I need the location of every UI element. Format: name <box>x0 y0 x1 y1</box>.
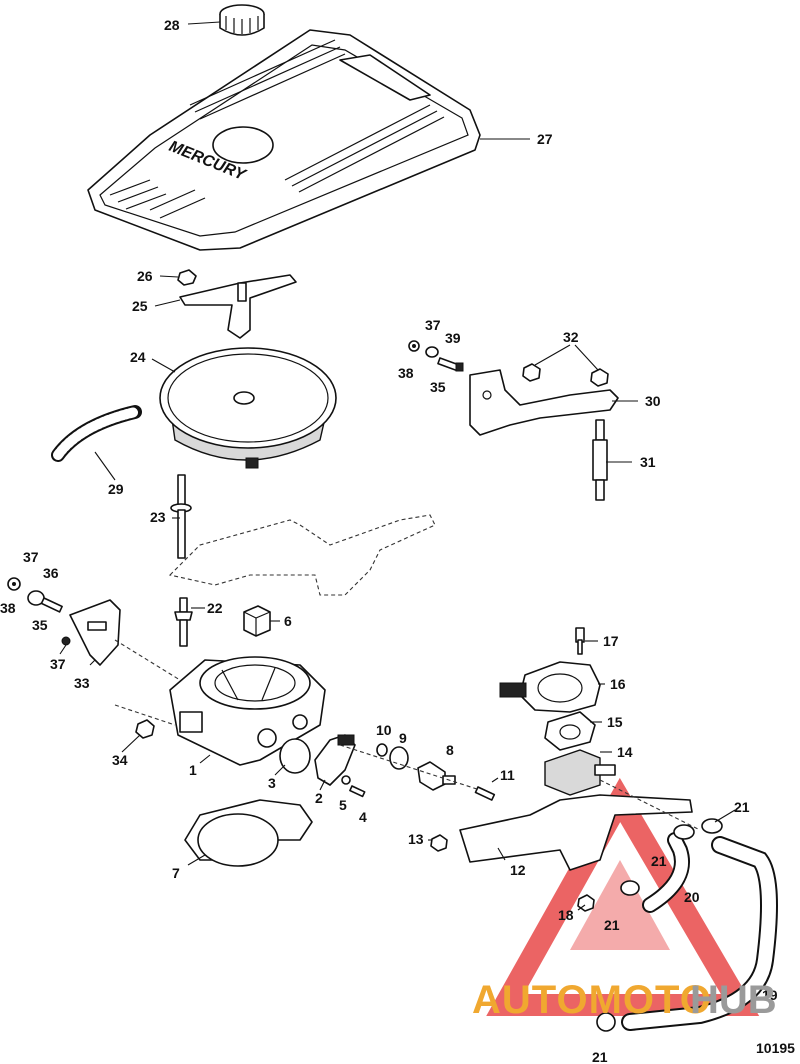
callout-9: 9 <box>399 730 407 746</box>
washer-38 <box>7 577 21 591</box>
callout-35-upper: 35 <box>430 379 446 395</box>
screw-37-lower <box>61 636 71 646</box>
callout-labels: 28 27 26 25 24 29 23 37 39 38 35 32 30 3… <box>0 17 778 1064</box>
callout-37-bottom: 37 <box>50 656 66 672</box>
figure-number: 10195 <box>756 1040 795 1056</box>
washer-37-upper <box>408 340 420 352</box>
bracket-25 <box>179 274 297 339</box>
throttle-body-1 <box>169 656 326 766</box>
screw-11 <box>474 786 496 801</box>
washer-39 <box>425 346 439 358</box>
stud-22 <box>174 597 193 647</box>
callout-12: 12 <box>510 862 526 878</box>
sensor-6 <box>243 605 271 637</box>
callout-17: 17 <box>603 633 619 649</box>
callout-16: 16 <box>610 676 626 692</box>
callout-25: 25 <box>132 298 148 314</box>
stud-31 <box>592 419 608 501</box>
callout-13: 13 <box>408 831 424 847</box>
o-ring-9 <box>389 746 409 770</box>
callout-35-left: 35 <box>32 617 48 633</box>
callout-3: 3 <box>268 775 276 791</box>
gasket-7 <box>184 799 313 867</box>
callout-21-a: 21 <box>734 799 750 815</box>
tps-2 <box>314 734 356 786</box>
callout-39: 39 <box>445 330 461 346</box>
screw-17 <box>575 627 585 655</box>
nut-26 <box>177 269 197 286</box>
callout-20: 20 <box>684 889 700 905</box>
oil-fill-cap <box>219 4 265 36</box>
callout-27: 27 <box>537 131 553 147</box>
bracket-33 <box>69 599 121 666</box>
callout-15: 15 <box>607 714 623 730</box>
o-ring-10 <box>376 743 388 757</box>
nuts-32 <box>522 363 609 387</box>
bracket-12 <box>459 794 693 871</box>
callout-14: 14 <box>617 744 633 760</box>
stud-23 <box>170 474 192 559</box>
callout-4: 4 <box>359 809 367 825</box>
callout-22: 22 <box>207 600 223 616</box>
callout-37-left: 37 <box>23 549 39 565</box>
callout-34: 34 <box>112 752 128 768</box>
callout-24: 24 <box>130 349 146 365</box>
callout-2: 2 <box>315 790 323 806</box>
callout-37-upper: 37 <box>425 317 441 333</box>
callout-36: 36 <box>43 565 59 581</box>
callout-23: 23 <box>150 509 166 525</box>
engine-cover: MERCURY <box>87 29 481 251</box>
callout-21-b: 21 <box>651 853 667 869</box>
callout-31: 31 <box>640 454 656 470</box>
nut-13 <box>430 834 448 852</box>
phantom-bracket <box>168 514 436 596</box>
breather-hose-29 <box>51 405 142 462</box>
iac-motor-16 <box>499 661 601 713</box>
watermark-brand-b: HUB <box>690 978 777 1022</box>
hose-19 <box>621 836 778 1031</box>
gasket-15 <box>544 711 596 751</box>
watermark-brand-a: AUTOMOTO <box>472 978 712 1022</box>
callout-5: 5 <box>339 797 347 813</box>
screw-4 <box>349 785 366 798</box>
hose-20 <box>642 832 690 913</box>
callout-21-c: 21 <box>604 917 620 933</box>
watermark-text: AUTOMOTO HUB <box>472 978 777 1022</box>
callout-7: 7 <box>172 865 180 881</box>
flame-arrestor-24 <box>159 347 337 469</box>
nut-34 <box>135 719 155 739</box>
callout-38-left: 38 <box>0 600 16 616</box>
callout-6: 6 <box>284 613 292 629</box>
callout-18: 18 <box>558 907 574 923</box>
bolt-35-upper <box>437 357 464 372</box>
bracket-30 <box>469 369 619 436</box>
bolt-35-lower <box>40 597 63 613</box>
callout-11: 11 <box>500 767 515 783</box>
callout-21-d: 21 <box>592 1049 608 1064</box>
callout-28: 28 <box>164 17 180 33</box>
alignment-lines <box>114 639 701 831</box>
o-ring-3 <box>279 738 311 774</box>
callout-26: 26 <box>137 268 153 284</box>
callout-29: 29 <box>108 481 124 497</box>
callout-32: 32 <box>563 329 579 345</box>
callout-1: 1 <box>189 762 197 778</box>
callout-38-upper: 38 <box>398 365 414 381</box>
screw-5 <box>341 775 351 785</box>
callout-8: 8 <box>446 742 454 758</box>
callout-33: 33 <box>74 675 90 691</box>
clamps-21 <box>596 818 723 1032</box>
callout-10: 10 <box>376 722 392 738</box>
callout-19: 19 <box>762 987 778 1003</box>
callout-30: 30 <box>645 393 661 409</box>
watermark-logo <box>486 777 760 1016</box>
adapter-14 <box>544 749 616 796</box>
